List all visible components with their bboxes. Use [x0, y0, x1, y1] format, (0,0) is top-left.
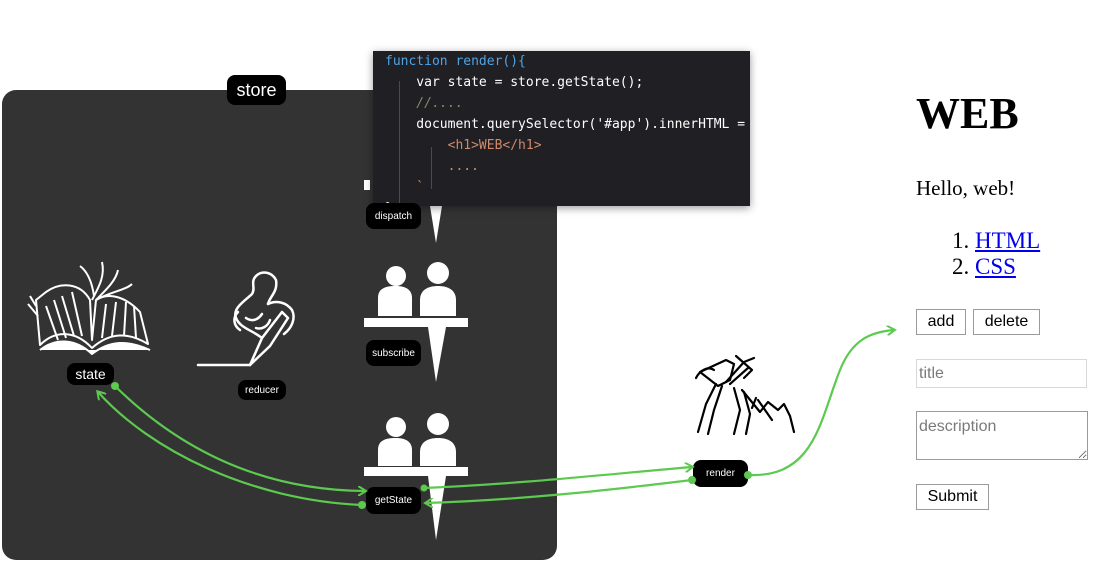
desk-people-dispatch-icon: [364, 180, 442, 243]
render-node: render: [693, 460, 748, 487]
writing-hand-icon: [196, 271, 295, 367]
code-line-5: <h1>WEB</h1>: [385, 138, 542, 153]
list-item: 1. HTML: [952, 228, 1040, 254]
add-button[interactable]: add: [916, 309, 966, 335]
indent-guide: [399, 81, 400, 203]
code-line-4: document.querySelector('#app').innerHTML…: [385, 117, 750, 132]
arrow-render-to-web: [747, 330, 894, 477]
list-number: 1.: [952, 228, 970, 253]
reducer-node: reducer: [238, 380, 286, 400]
arrow-dot: [420, 484, 428, 492]
store-label: store: [227, 75, 286, 105]
delete-button[interactable]: delete: [973, 309, 1040, 335]
title-input[interactable]: [916, 359, 1087, 388]
link-html[interactable]: HTML: [975, 228, 1041, 253]
arrow-render-to-getstate: [426, 478, 693, 503]
open-book-icon: [27, 261, 151, 355]
arrow-state-to-getstate: [114, 385, 365, 491]
subscribe-node: subscribe: [366, 340, 421, 366]
arrow-dot: [744, 471, 752, 479]
code-line-7: `: [385, 180, 425, 195]
arrow-getstate-to-state: [98, 392, 363, 507]
arrow-dot: [111, 382, 119, 390]
code-box: function render(){ var state = store.get…: [373, 51, 750, 206]
list-number: 2.: [952, 254, 970, 279]
getstate-node: getState: [366, 487, 421, 514]
arrow-dot: [358, 501, 366, 509]
code-line-3: //....: [385, 96, 464, 111]
link-css[interactable]: CSS: [975, 254, 1016, 279]
dispatch-node: dispatch: [366, 203, 421, 229]
list-item: 2. CSS: [952, 254, 1040, 280]
arrow-dot: [688, 476, 696, 484]
description-textarea[interactable]: [916, 411, 1088, 460]
arrow-getstate-to-render: [423, 467, 692, 490]
web-title: WEB: [916, 89, 1019, 138]
web-topic-list: 1. HTML 2. CSS: [952, 228, 1040, 280]
code-line-2: var state = store.getState();: [385, 75, 644, 90]
code-line-1: function render(){: [385, 54, 526, 69]
state-node: state: [67, 363, 114, 385]
desk-people-getstate-icon: [364, 413, 468, 540]
desk-people-subscribe-icon: [364, 262, 468, 382]
indent-guide: [431, 147, 432, 189]
submit-button[interactable]: Submit: [916, 484, 989, 510]
code-line-6: ....: [385, 159, 479, 174]
web-text: Hello, web!: [916, 176, 1016, 200]
worker-digging-icon: [694, 354, 796, 436]
